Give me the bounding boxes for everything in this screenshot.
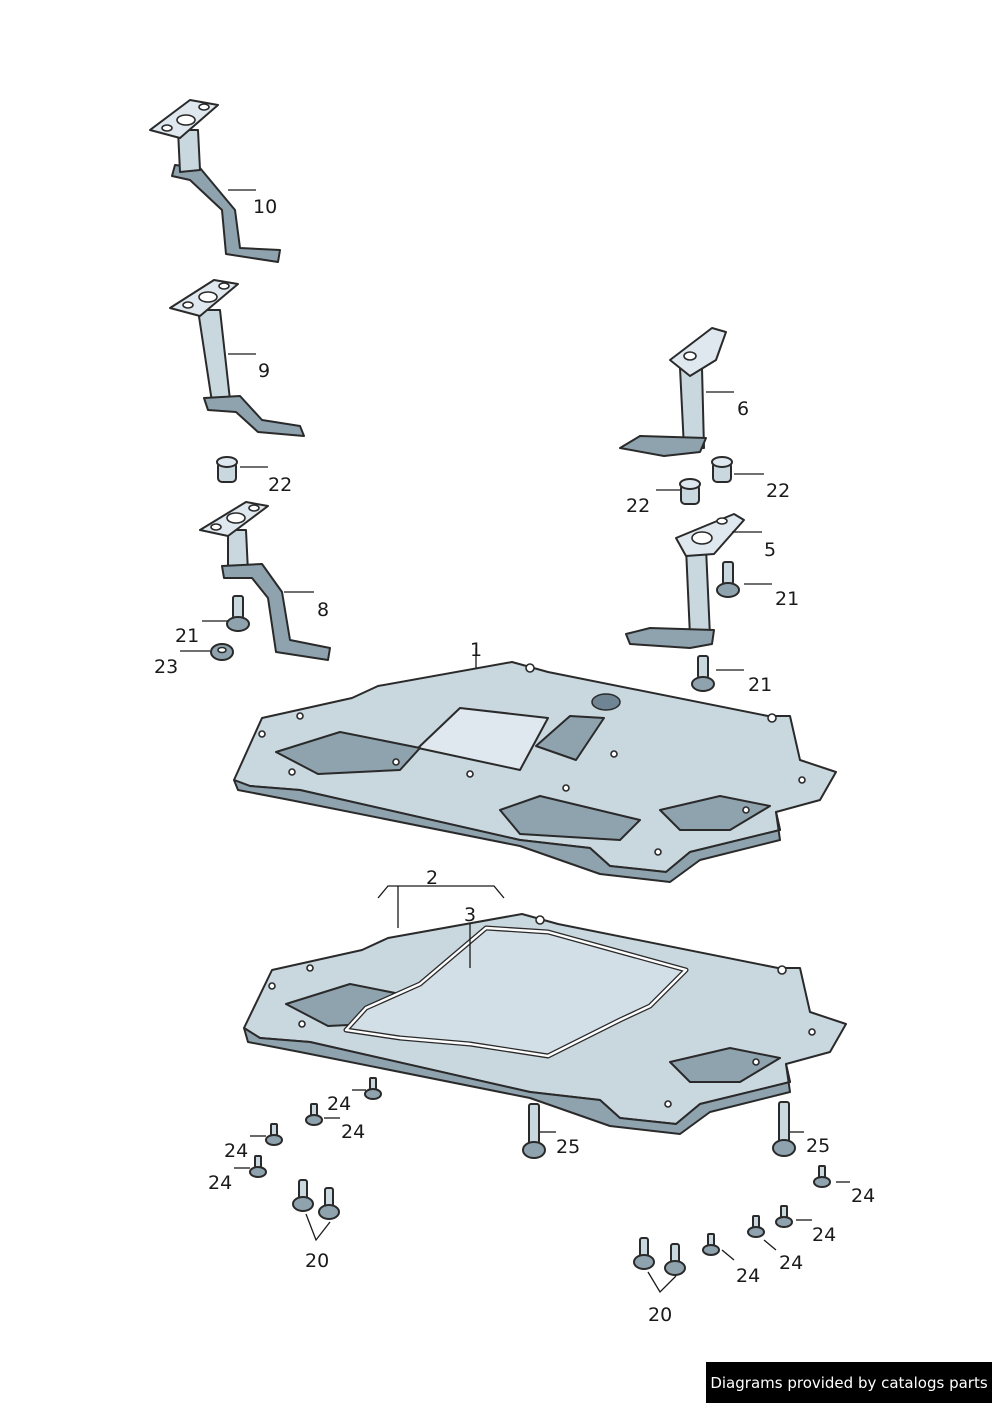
- label-10: 10: [253, 196, 277, 218]
- footer-credit-badge: Diagrams provided by catalogs parts: [706, 1362, 992, 1403]
- label-24-h: 24: [736, 1265, 760, 1287]
- label-8: 8: [317, 599, 329, 621]
- label-6: 6: [737, 398, 749, 420]
- bracket-8: [199, 501, 331, 661]
- screw-24d: [249, 1155, 267, 1178]
- screw-24e: [813, 1165, 831, 1188]
- rivet-nut-22b: [679, 478, 701, 505]
- label-24-d: 24: [208, 1172, 232, 1194]
- label-20-right: 20: [648, 1304, 672, 1326]
- rivet-nut-22c: [711, 456, 733, 483]
- bolt-21c: [691, 655, 715, 692]
- label-25-left: 25: [556, 1136, 580, 1158]
- screw-24h: [702, 1233, 720, 1256]
- label-3: 3: [464, 904, 476, 926]
- label-1: 1: [470, 639, 482, 661]
- screw-24f: [775, 1205, 793, 1228]
- screw-24c: [265, 1123, 283, 1146]
- bracket-10: [149, 99, 281, 263]
- label-24-e: 24: [851, 1185, 875, 1207]
- bolt-25b: [772, 1101, 796, 1157]
- screw-24b: [305, 1103, 323, 1126]
- label-24-a: 24: [327, 1093, 351, 1115]
- label-21-left: 21: [175, 625, 199, 647]
- label-23: 23: [154, 656, 178, 678]
- label-21-bottom: 21: [748, 674, 772, 696]
- label-24-g: 24: [779, 1252, 803, 1274]
- bolt-20b: [633, 1237, 686, 1276]
- label-25-right: 25: [806, 1135, 830, 1157]
- footer-credit-text: Diagrams provided by catalogs parts: [710, 1373, 988, 1392]
- label-24-b: 24: [341, 1121, 365, 1143]
- label-22-mid: 22: [626, 495, 650, 517]
- bracket-9: [169, 279, 305, 437]
- label-20-left: 20: [305, 1250, 329, 1272]
- nut-23: [210, 643, 234, 661]
- bolt-20a: [292, 1179, 340, 1220]
- screw-24g: [747, 1215, 765, 1238]
- bolt-21a: [226, 595, 250, 632]
- label-24-f: 24: [812, 1224, 836, 1246]
- label-24-c: 24: [224, 1140, 248, 1162]
- bolt-21b: [716, 561, 740, 598]
- bolt-25a: [522, 1103, 546, 1159]
- label-22-right: 22: [766, 480, 790, 502]
- screw-24a: [364, 1077, 382, 1100]
- label-9: 9: [258, 360, 270, 382]
- bracket-5: [625, 513, 745, 649]
- label-21-right: 21: [775, 588, 799, 610]
- insulation-mat-3: [343, 925, 689, 1059]
- label-22-left: 22: [268, 474, 292, 496]
- underbody-panel-1: [233, 661, 837, 883]
- bracket-6: [619, 327, 727, 457]
- label-5: 5: [764, 539, 776, 561]
- label-2: 2: [426, 867, 438, 889]
- leader-lines: [180, 189, 850, 1294]
- rivet-nut-22a: [216, 456, 238, 483]
